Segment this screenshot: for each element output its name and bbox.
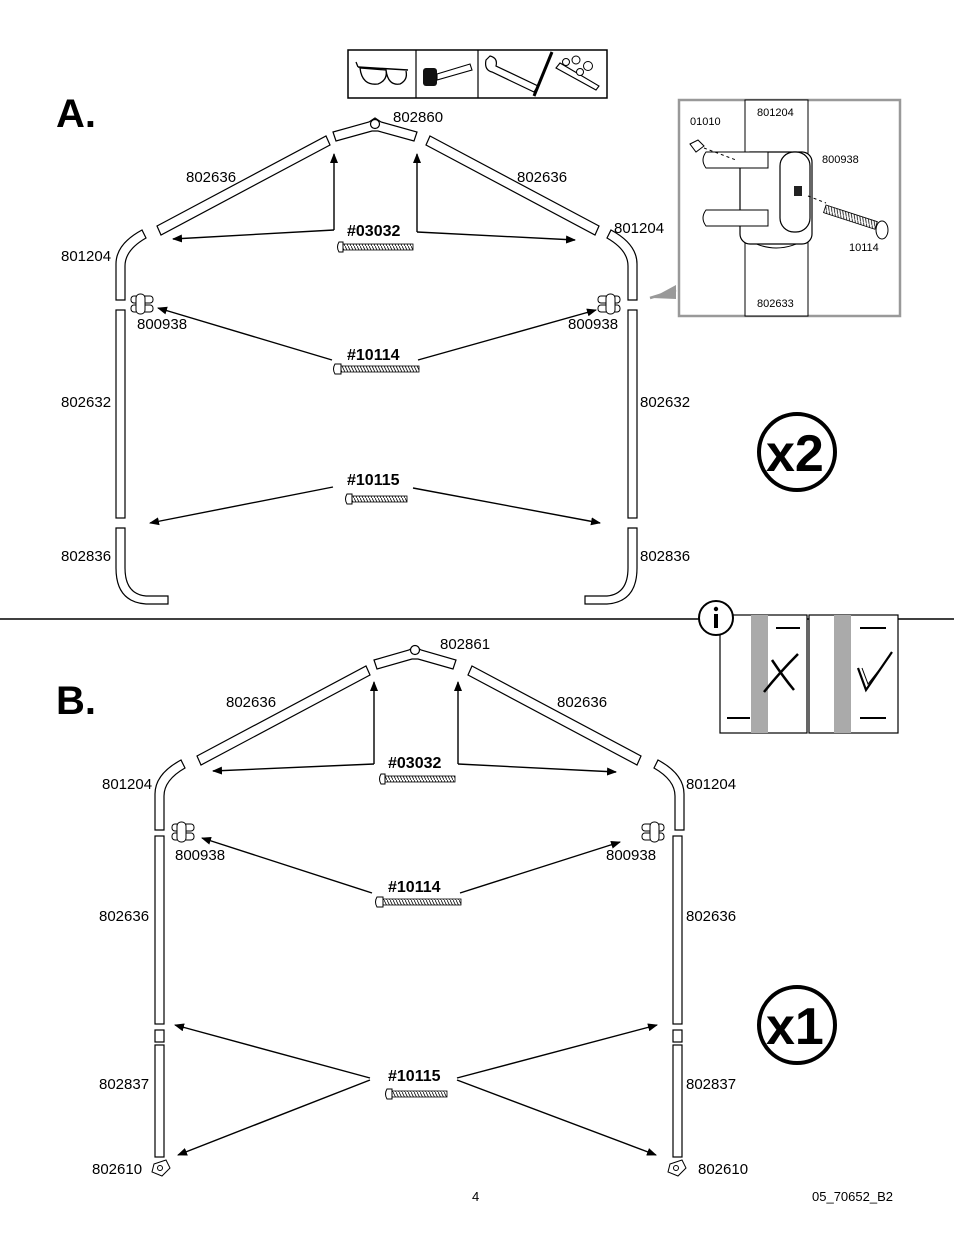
elbow-right-b [653,759,685,831]
leg-left-b [154,835,165,1025]
elbow-right [606,229,638,301]
label-foot-left-a: 802836 [61,548,111,565]
section-b-frame [151,644,687,1177]
label-elbow-right-b: 801204 [686,776,736,793]
bracket-left-b [171,821,195,843]
detail-label-top-tube: 801204 [757,107,794,119]
label-lower-leg-left-b: 802837 [99,1076,149,1093]
joint-left-b [154,1029,165,1043]
label-bracket-left-b: 800938 [175,847,225,864]
hardware-10115-b: #10115 [388,1068,441,1085]
hardware-10115-a: #10115 [347,472,400,489]
bolt-10114-b [375,896,462,908]
label-rafter-left-a: 802636 [186,169,236,186]
bolt-03032-b [379,773,456,785]
hardware-03032-a: #03032 [347,223,400,240]
label-peak-a: 802860 [393,109,443,126]
section-a-letter: A. [56,92,96,136]
rafter-left [156,135,331,236]
label-bracket-right-a: 800938 [568,316,618,333]
label-foot-right-b: 802610 [698,1161,748,1178]
label-rafter-left-b: 802636 [226,694,276,711]
label-rafter-right-a: 802636 [517,169,567,186]
elbow-left-b [154,759,186,831]
section-a-frame [115,117,638,605]
info-icon [698,600,734,636]
info-panel [698,600,899,734]
lower-leg-right-b [672,1044,683,1158]
multiplier-a: x2 [766,425,824,483]
hardware-10114-b: #10114 [388,879,441,896]
rubber-mallet-icon [423,63,473,86]
label-leg-right-b: 802636 [686,908,736,925]
leg-right [627,309,638,519]
label-peak-b: 802861 [440,636,490,653]
label-leg-left-a: 802632 [61,394,111,411]
foot-plate-right-b [667,1159,687,1177]
bolt-10115-a [345,493,408,505]
safety-glasses-icon [355,61,409,85]
label-elbow-left-a: 801204 [61,248,111,265]
leg-left [115,309,126,519]
document-id: 05_70652_B2 [812,1189,893,1204]
bracket-right [597,293,621,315]
page-number: 4 [472,1189,479,1204]
foot-right [584,527,638,605]
hardware-10114-a: #10114 [347,347,400,364]
label-elbow-right-a: 801204 [614,220,664,237]
rafter-right [425,135,600,236]
check-mark-icon [856,651,893,693]
detail-label-bracket: 800938 [822,154,859,166]
bracket-left [130,293,154,315]
label-rafter-right-b: 802636 [557,694,607,711]
adjustable-wrench-icon [485,51,554,97]
label-foot-right-a: 802836 [640,548,690,565]
detail-inset [649,98,902,318]
label-lower-leg-right-b: 802837 [686,1076,736,1093]
joint-right-b [672,1029,683,1043]
foot-plate-left-b [151,1159,171,1177]
lower-leg-left-b [154,1044,165,1158]
rafter-right-b [467,665,642,766]
label-bracket-right-b: 800938 [606,847,656,864]
section-b-letter: B. [56,679,96,723]
detail-pointer-arrow [649,288,677,300]
x-mark-icon [763,653,799,693]
label-elbow-left-b: 801204 [102,776,152,793]
detail-label-bolt: 10114 [849,242,879,254]
elbow-left [115,229,147,301]
label-leg-right-a: 802632 [640,394,690,411]
detail-label-bottom-tube: 802633 [757,298,794,310]
bracket-right-b [641,821,665,843]
arrows-b [174,681,658,1156]
detail-label-nut: 01010 [690,116,721,128]
arrows-a [149,153,601,526]
bolt-10114-a [333,363,420,375]
leg-right-b [672,835,683,1025]
rafter-left-b [196,665,371,766]
bolt-10115-b [385,1088,448,1100]
multiplier-circle-a [757,412,837,492]
label-bracket-left-a: 800938 [137,316,187,333]
label-leg-left-b: 802636 [99,908,149,925]
foot-left [115,527,169,605]
multiplier-circle-b [757,985,837,1065]
hardware-03032-b: #03032 [388,755,441,772]
multiplier-b: x1 [766,998,824,1056]
socket-wrench-icon [555,55,600,91]
label-foot-left-b: 802610 [92,1161,142,1178]
bolt-03032-a [337,241,414,253]
tools-panel [347,49,608,99]
